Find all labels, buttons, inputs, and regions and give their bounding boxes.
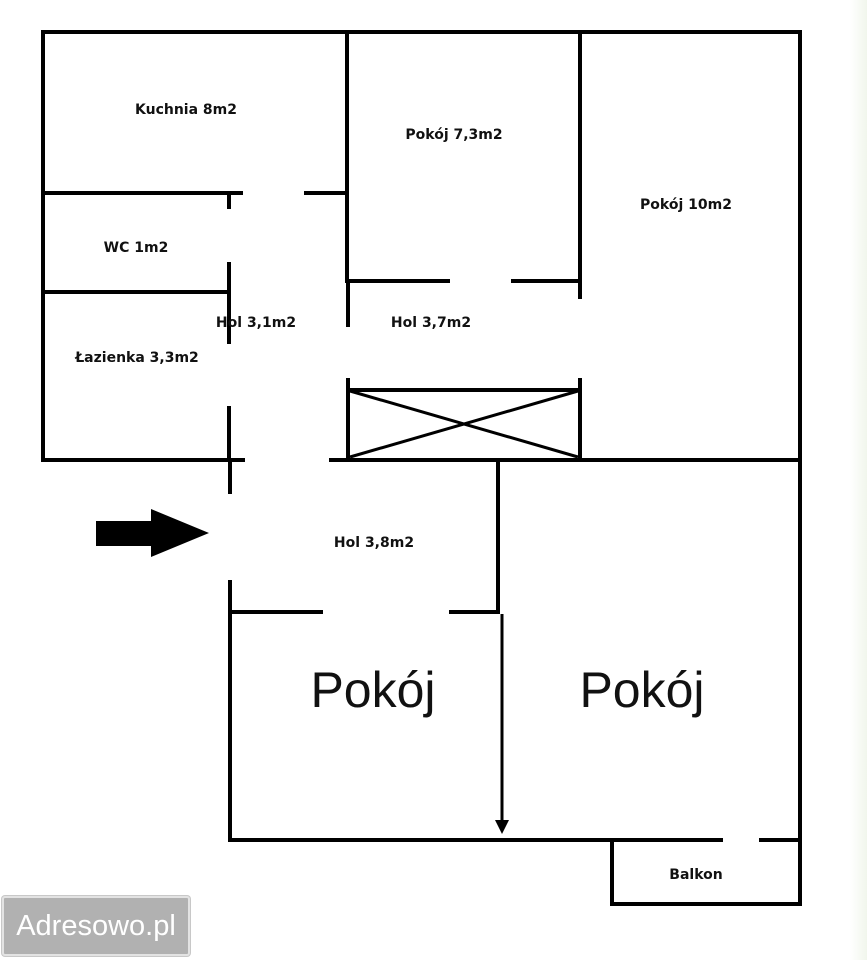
room-label-balkon: Balkon	[669, 867, 723, 883]
room-label-hol-3-1: Hol 3,1m2	[215, 315, 297, 331]
room-label-lazienka: Łazienka 3,3m2	[75, 350, 199, 366]
room-label-hol-3-7: Hol 3,7m2	[390, 315, 472, 331]
room-label-wc: WC 1m2	[103, 240, 169, 256]
dimension-arrow-down	[495, 614, 509, 834]
room-label-hol-3-8: Hol 3,8m2	[333, 535, 415, 551]
room-label-pokoj-left: Pokój	[310, 662, 436, 718]
edge-strip	[850, 0, 867, 960]
walls	[41, 30, 802, 906]
room-label-kuchnia: Kuchnia 8m2	[135, 102, 237, 118]
crossed-out-area	[349, 389, 579, 459]
room-label-pokoj-10: Pokój 10m2	[640, 197, 732, 213]
watermark-logo: Adresowo.pl	[2, 896, 190, 956]
room-label-pokoj-7-3: Pokój 7,3m2	[405, 127, 503, 143]
entrance-arrow	[96, 509, 209, 557]
room-label-pokoj-right: Pokój	[579, 662, 705, 718]
